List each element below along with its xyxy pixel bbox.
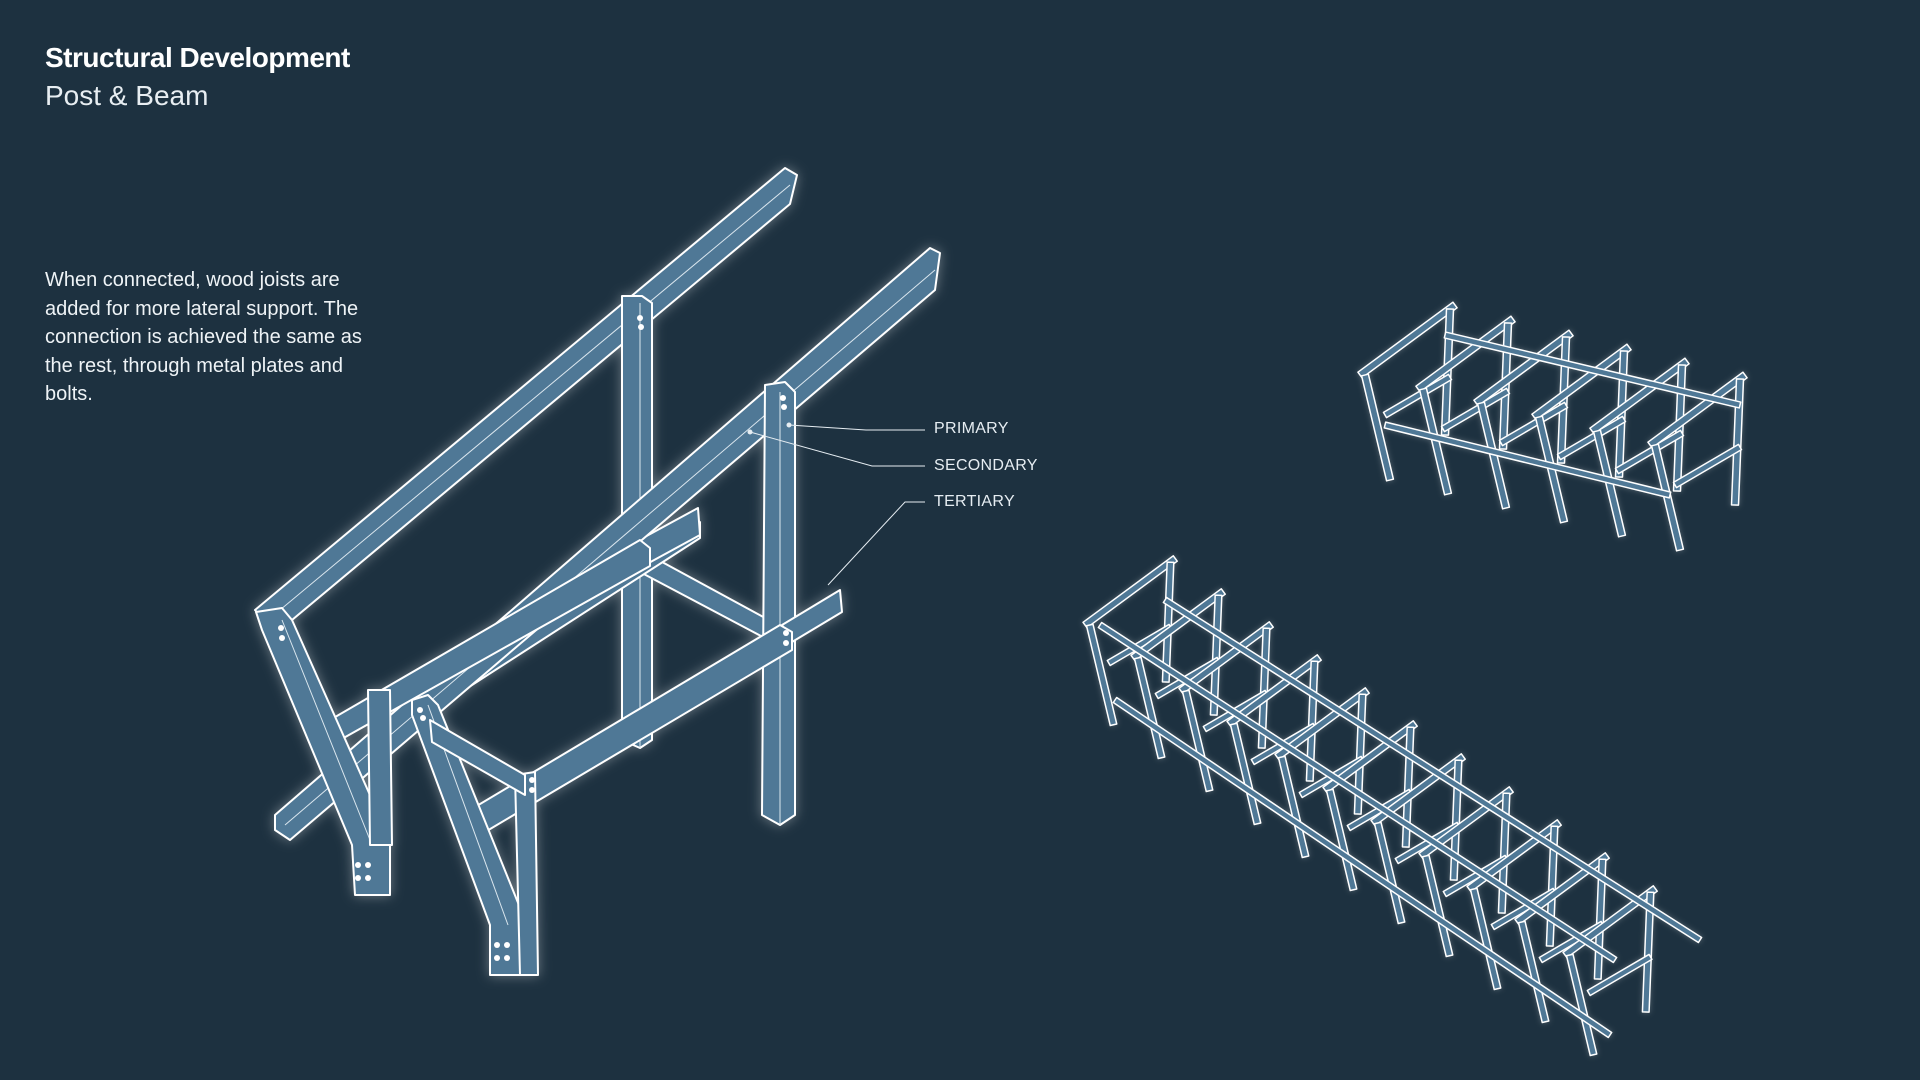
- frame-array-upper: [1357, 301, 1748, 552]
- mini-front-post: [1469, 887, 1502, 991]
- mini-joist: [1498, 401, 1569, 447]
- frame-array-lower: [1082, 555, 1703, 1057]
- mini-front-post: [1325, 788, 1358, 892]
- mini-front-post: [1133, 656, 1166, 760]
- mini-joist: [1440, 387, 1511, 433]
- post-front-right: [761, 381, 796, 826]
- mini-back-post: [1641, 891, 1655, 1013]
- mini-top-beam: [1466, 819, 1562, 893]
- mini-top-beam: [1562, 885, 1658, 959]
- mini-front-post: [1229, 722, 1262, 826]
- mini-long-beam: [1112, 696, 1613, 1039]
- mini-front-post: [1085, 623, 1118, 727]
- detail-frame: [254, 167, 941, 976]
- mini-long-beam: [1162, 596, 1703, 944]
- mini-long-beam: [1097, 621, 1618, 964]
- mini-top-beam: [1082, 555, 1178, 629]
- page-subtitle: Post & Beam: [45, 80, 209, 111]
- mini-long-beam: [1383, 421, 1672, 499]
- knee-brace: [429, 719, 526, 796]
- mini-top-beam: [1322, 720, 1418, 794]
- mini-top-beam: [1418, 786, 1514, 860]
- mini-joist: [1672, 443, 1743, 489]
- post-left: [367, 689, 393, 846]
- mini-joist: [1382, 373, 1453, 419]
- bolt-plates: [278, 315, 789, 961]
- mini-back-post: [1257, 627, 1271, 749]
- page-title: Structural Development: [45, 42, 350, 73]
- mini-front-post: [1565, 953, 1598, 1057]
- mini-top-beam: [1357, 301, 1458, 379]
- post-middle-inclined: [411, 694, 526, 976]
- mini-joist: [1614, 429, 1685, 475]
- mini-front-post: [1277, 755, 1310, 859]
- mini-back-post: [1730, 378, 1745, 506]
- mini-joist: [1586, 953, 1653, 997]
- mini-front-post: [1421, 854, 1454, 958]
- leader-lines: [747, 422, 925, 586]
- mini-front-post: [1373, 821, 1406, 925]
- mini-top-beam: [1130, 588, 1226, 662]
- description-text: When connected, wood joists are added fo…: [45, 269, 362, 405]
- legend-secondary: SECONDARY: [934, 457, 1038, 474]
- mini-front-post: [1418, 387, 1453, 496]
- mini-back-post: [1209, 594, 1223, 716]
- post-left-inclined: [255, 607, 391, 896]
- post-middle: [514, 771, 539, 976]
- legend-primary: PRIMARY: [934, 420, 1009, 437]
- mini-long-beam: [1443, 331, 1742, 409]
- legend-tertiary: TERTIARY: [934, 493, 1015, 510]
- mini-top-beam: [1274, 687, 1370, 761]
- mini-front-post: [1360, 373, 1395, 482]
- mini-front-post: [1181, 689, 1214, 793]
- mini-joist: [1556, 415, 1627, 461]
- mini-front-post: [1517, 920, 1550, 1024]
- mini-top-beam: [1514, 852, 1610, 926]
- mini-back-post: [1161, 561, 1175, 683]
